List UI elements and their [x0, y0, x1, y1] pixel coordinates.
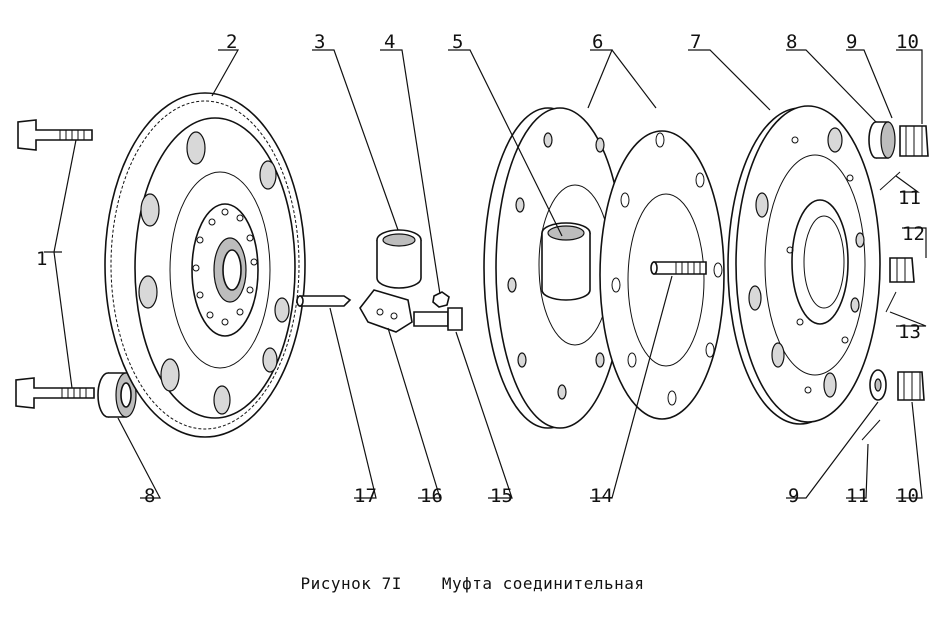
callout-labels: 1 2 3 4 5 6 7 8 9 10 11 12 13 8 17 16 15… [36, 31, 925, 507]
callout-2: 2 [226, 31, 237, 53]
bearing-left [97, 372, 137, 418]
stud [650, 261, 707, 275]
callout-11-top: 11 [898, 187, 921, 209]
figure-caption: Рисунок 7I Муфта соединительная [0, 574, 945, 593]
castle-nut-bottom [897, 371, 925, 401]
bolt-bottom [15, 377, 95, 409]
small-nut [432, 291, 450, 308]
bushing [376, 229, 422, 289]
washer-bottom [869, 369, 887, 401]
callout-7: 7 [690, 31, 701, 53]
lock-plate [359, 289, 413, 333]
callout-10-bottom: 10 [896, 485, 919, 507]
flywheel [104, 92, 306, 438]
cotter-pin-13 [885, 291, 897, 313]
callout-12: 12 [902, 223, 925, 245]
callout-10-top: 10 [896, 31, 919, 53]
bolt-top [17, 119, 93, 151]
callout-9-top: 9 [846, 31, 857, 53]
hub-flange [727, 105, 881, 425]
nut-12 [889, 257, 915, 283]
callout-11-bottom: 11 [846, 485, 869, 507]
coupling-disc [483, 107, 625, 429]
figure-title: Муфта соединительная [441, 574, 645, 593]
thin-plate [599, 130, 725, 420]
callout-1: 1 [36, 248, 47, 270]
callout-16: 16 [420, 485, 443, 507]
callout-8-bottom: 8 [144, 485, 155, 507]
bolt-middle [413, 307, 463, 331]
cotter-pin-bottom [861, 419, 881, 441]
callout-9-bottom: 9 [788, 485, 799, 507]
hub [541, 222, 591, 301]
castle-nut-top [899, 125, 929, 157]
pin [296, 295, 352, 307]
callout-15: 15 [490, 485, 513, 507]
callout-17: 17 [354, 485, 377, 507]
callout-14: 14 [590, 485, 613, 507]
callout-4: 4 [384, 31, 395, 53]
callout-5: 5 [452, 31, 463, 53]
bearing-right [868, 121, 896, 159]
callout-8-top: 8 [786, 31, 797, 53]
callout-3: 3 [314, 31, 325, 53]
leader-lines [44, 49, 927, 499]
figure-number: Рисунок 7I [300, 574, 402, 593]
callout-13: 13 [898, 321, 921, 343]
callout-6: 6 [592, 31, 603, 53]
cotter-pin-top [879, 171, 901, 191]
